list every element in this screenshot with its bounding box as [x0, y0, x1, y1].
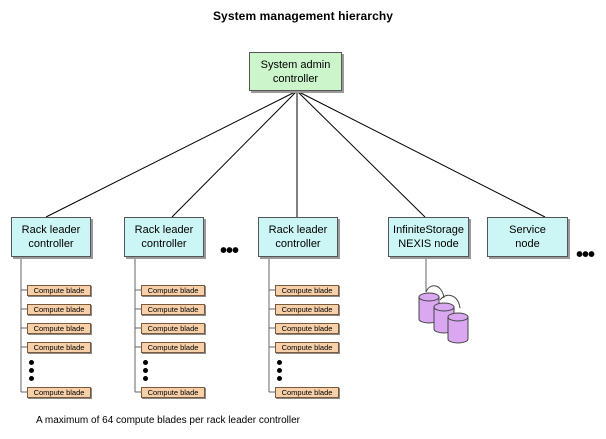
rack-leader-controller-node-1: Rack leader controller: [11, 217, 91, 257]
compute-blade: Compute blade: [141, 387, 205, 398]
compute-blade: Compute blade: [141, 323, 205, 334]
node-label: System admin: [260, 58, 331, 71]
compute-blade: Compute blade: [141, 304, 205, 315]
compute-blade: Compute blade: [27, 387, 91, 398]
vertical-ellipsis: [143, 360, 149, 384]
infinitestorage-nexis-node: InfiniteStorage NEXIS node: [388, 217, 469, 257]
diagram-title: System management hierarchy: [212, 9, 394, 23]
node-label: Service: [509, 224, 546, 236]
node-label: Rack leader: [134, 224, 194, 236]
compute-blade: Compute blade: [27, 285, 91, 296]
node-label: controller: [28, 238, 74, 250]
compute-blade: Compute blade: [275, 323, 339, 334]
compute-blade: Compute blade: [141, 285, 205, 296]
node-label: Rack leader: [21, 224, 81, 236]
vertical-ellipsis: [277, 360, 283, 384]
node-label: controller: [275, 238, 321, 250]
service-node: Service node: [487, 217, 568, 257]
node-label: InfiniteStorage: [393, 224, 464, 236]
compute-blade: Compute blade: [275, 387, 339, 398]
compute-blade: Compute blade: [141, 342, 205, 353]
edge-root-service: [296, 90, 546, 218]
compute-blade: Compute blade: [27, 304, 91, 315]
edge-root-rack2: [171, 90, 298, 218]
node-label: controller: [141, 238, 187, 250]
node-label: controller: [272, 72, 319, 85]
vertical-ellipsis: [29, 360, 35, 384]
rack-leader-controller-node-3: Rack leader controller: [258, 217, 338, 257]
node-label: node: [515, 238, 540, 250]
edge-root-storage: [296, 90, 426, 218]
system-admin-controller-node: System admin controller: [249, 52, 342, 91]
compute-blade: Compute blade: [275, 304, 339, 315]
ellipsis-more-nodes: •••: [576, 244, 595, 266]
compute-blade: Compute blade: [275, 285, 339, 296]
compute-blade: Compute blade: [27, 323, 91, 334]
footnote: A maximum of 64 compute blades per rack …: [36, 415, 301, 426]
storage-disks-icon: [418, 285, 469, 344]
compute-blade: Compute blade: [27, 342, 91, 353]
ellipsis-more-racks: •••: [220, 240, 239, 262]
node-label: Rack leader: [268, 224, 328, 236]
rack-leader-controller-node-2: Rack leader controller: [124, 217, 204, 257]
node-label: NEXIS node: [398, 238, 459, 250]
compute-blade: Compute blade: [275, 342, 339, 353]
edge-root-rack1: [45, 90, 298, 218]
